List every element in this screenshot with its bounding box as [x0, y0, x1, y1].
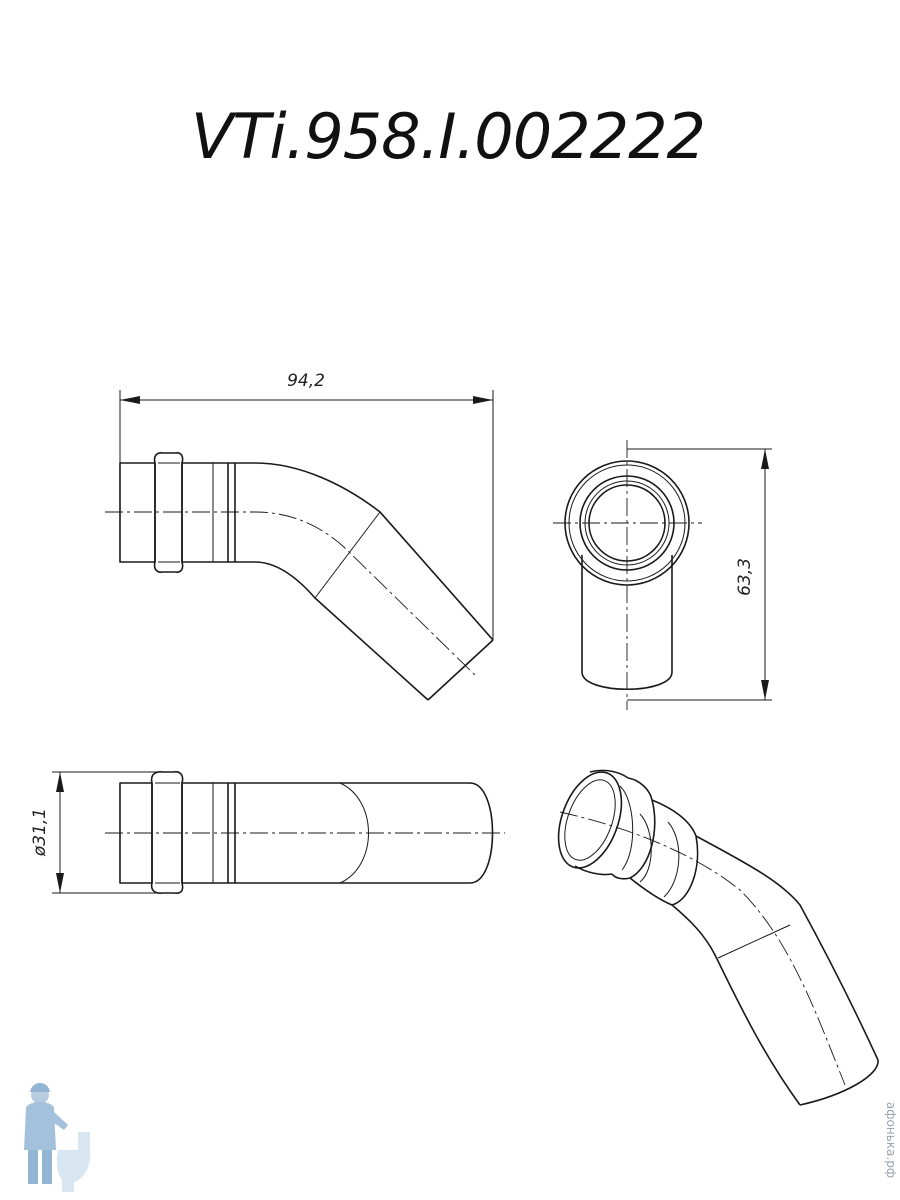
watermark-mascot-icon: [24, 1083, 91, 1192]
diameter-dimension-label: ø31,1: [30, 808, 50, 857]
height-dimension: 63,3: [627, 448, 772, 701]
length-dimension-label: 94,2: [287, 371, 325, 391]
front-view: 94,2: [105, 371, 494, 701]
watermark-text: афонька.рф: [884, 1102, 898, 1178]
top-view: ø31,1: [30, 771, 505, 894]
part-code-title: VTi.958.I.002222: [191, 100, 705, 173]
height-dimension-label: 63,3: [735, 558, 755, 596]
diameter-dimension: ø31,1: [30, 771, 163, 894]
side-view: 63,3: [553, 440, 772, 710]
length-dimension: 94,2: [119, 371, 494, 640]
isometric-view: [557, 769, 879, 1106]
